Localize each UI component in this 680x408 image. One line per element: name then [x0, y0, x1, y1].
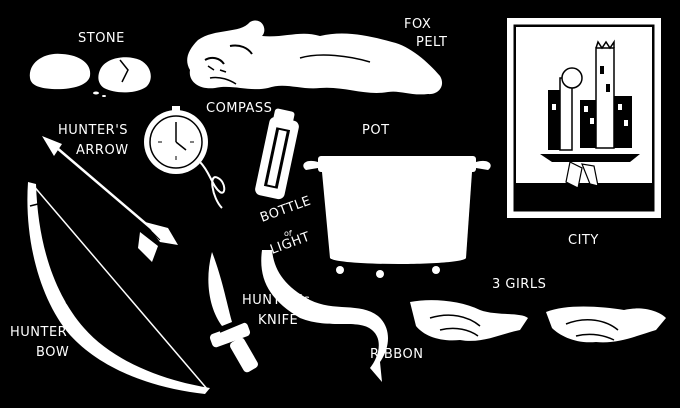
- bottle-of-light-item[interactable]: [254, 108, 300, 200]
- hunters-knife-label-line2: KNIFE: [258, 313, 298, 328]
- hunters-bow-label-line1: HUNTER's: [10, 325, 79, 340]
- city-label: CITY: [568, 233, 599, 248]
- ribbon-item[interactable]: [261, 250, 388, 382]
- stone-item[interactable]: [29, 53, 151, 97]
- hunters-arrow-label-line2: ARROW: [76, 143, 129, 158]
- three-girls-item[interactable]: [410, 300, 666, 343]
- fox-pelt-label-line2: PELT: [416, 35, 447, 50]
- compass-item[interactable]: [144, 106, 226, 209]
- fox-pelt-label-line1: FOX: [404, 17, 431, 32]
- hunters-arrow-item[interactable]: [42, 136, 178, 262]
- hunters-arrow-label-line1: HUNTER'S: [58, 123, 128, 138]
- hunters-bow-label-line2: BOW: [36, 345, 69, 360]
- ribbon-label: RIBBON: [370, 347, 423, 362]
- fox-pelt-item[interactable]: [187, 20, 443, 95]
- city-card[interactable]: [507, 18, 661, 218]
- pot-label: POT: [362, 123, 390, 138]
- hunters-knife-item[interactable]: [208, 252, 259, 374]
- hunters-knife-label-line1: HUNTER's: [242, 293, 311, 308]
- bottle-label-line1: BOTTLE: [258, 194, 313, 226]
- bottle-label-of: of: [284, 229, 292, 238]
- compass-label: COMPASS: [206, 101, 272, 116]
- stone-label: STONE: [78, 31, 125, 46]
- pot-item[interactable]: [303, 156, 491, 278]
- hunters-bow-item[interactable]: [27, 182, 210, 394]
- three-girls-label: 3 GIRLS: [492, 277, 546, 292]
